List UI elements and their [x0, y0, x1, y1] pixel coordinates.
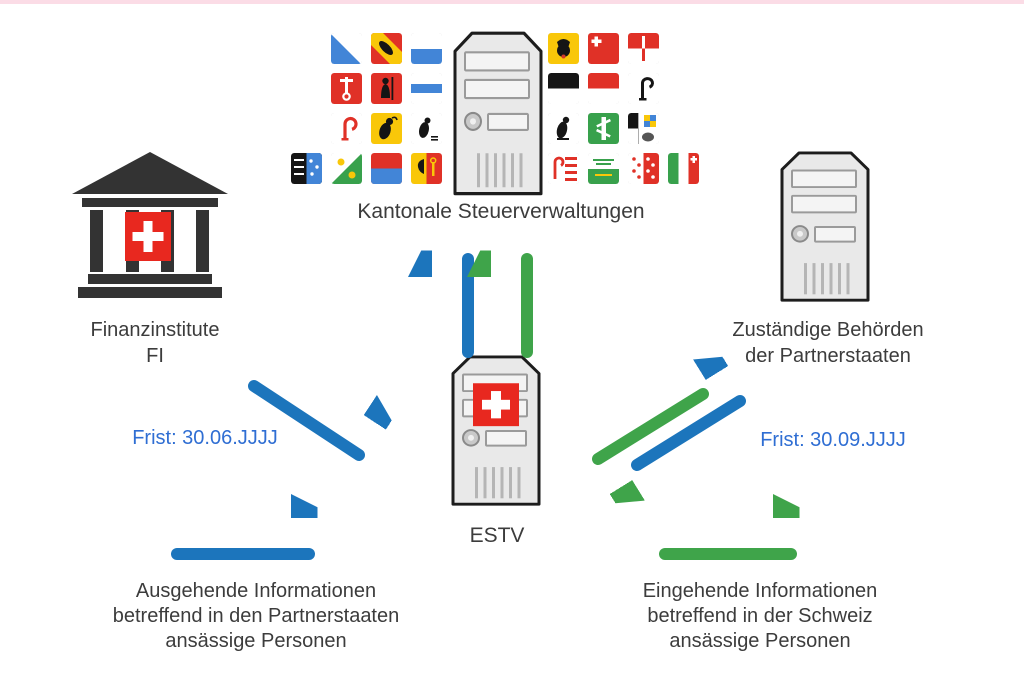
flag-ow-icon [628, 33, 659, 64]
flag-ag-icon [291, 153, 322, 184]
finanzinstitute-label-line1: Finanzinstitute [90, 319, 220, 341]
flag-ju-icon [548, 153, 579, 184]
canton-flag-row [548, 73, 708, 104]
estv-label: ESTV [469, 524, 525, 547]
flag-sg-icon [588, 113, 619, 144]
flag-zg-icon [411, 73, 442, 104]
flag-ur-icon [548, 33, 579, 64]
canton-flag-row [548, 153, 708, 184]
flag-ai-icon [548, 113, 579, 144]
flag-vd-icon [588, 153, 619, 184]
canton-flags-right-block [548, 33, 708, 193]
canton-flag-row [291, 153, 442, 184]
finanzinstitute-label: Finanzinstitute FI [52, 317, 258, 369]
finanzinstitute-label-line2: FI [146, 345, 164, 367]
legend-incoming-text: Eingehende Informationen betreffend in d… [560, 579, 960, 654]
legend-incoming-line3: ansässige Personen [669, 630, 851, 652]
flag-nw-icon [331, 73, 362, 104]
canton-flag-row [291, 113, 442, 144]
flag-ne-icon [668, 153, 699, 184]
flag-ge-icon [411, 153, 442, 184]
partner-states-label-line2: der Partnerstaaten [745, 345, 911, 367]
canton-flag-row [291, 73, 442, 104]
estv-server-swiss-flag-icon [450, 354, 542, 510]
flag-gr-icon [628, 113, 659, 144]
canton-flag-row [291, 33, 442, 64]
legend-outgoing-text: Ausgehende Informationen betreffend in d… [56, 579, 456, 654]
flag-be-icon [371, 33, 402, 64]
arrow-partner-to-estv-green [592, 388, 709, 459]
flag-lu-icon [411, 33, 442, 64]
legend-outgoing-line3: ansässige Personen [165, 630, 347, 652]
flag-ar-icon [411, 113, 442, 144]
partner-states-label-line1: Zuständige Behörden [732, 319, 924, 341]
cantonal-tax-server-icon [452, 30, 544, 200]
legend-outgoing-line2: betreffend in den Partnerstaaten [112, 605, 400, 627]
legend-incoming-line2: betreffend in der Schweiz [647, 605, 873, 627]
cantonal-tax-label: Kantonale Steuerverwaltungen [357, 200, 645, 223]
flag-zh-icon [331, 33, 362, 64]
flag-bs-icon [628, 73, 659, 104]
flag-bl-icon [331, 113, 362, 144]
top-border-strip [0, 0, 1024, 4]
flag-vs-icon [628, 153, 659, 184]
flag-ti-icon [371, 153, 402, 184]
partner-states-label: Zuständige Behörden der Partnerstaaten [678, 317, 978, 369]
arrow-estv-to-partner-blue [631, 401, 746, 471]
flag-tg-icon [331, 153, 362, 184]
legend-incoming-line1: Eingehende Informationen [642, 580, 878, 602]
deadline-fi-to-estv: Frist: 30.06.JJJJ [132, 427, 278, 449]
legend-outgoing-line1: Ausgehende Informationen [135, 580, 377, 602]
canton-flags-left-block [291, 33, 442, 193]
flag-sz-icon [588, 33, 619, 64]
partner-states-server-icon [779, 150, 871, 306]
canton-flag-row [548, 33, 708, 64]
flag-so-icon [588, 73, 619, 104]
finanzinstitute-bank-swiss-flag-icon [70, 150, 230, 303]
deadline-estv-partner: Frist: 30.09.JJJJ [760, 429, 906, 451]
canton-flag-row [548, 113, 708, 144]
flag-sh-icon [371, 113, 402, 144]
flag-gl-icon [371, 73, 402, 104]
flag-fr-icon [548, 73, 579, 104]
